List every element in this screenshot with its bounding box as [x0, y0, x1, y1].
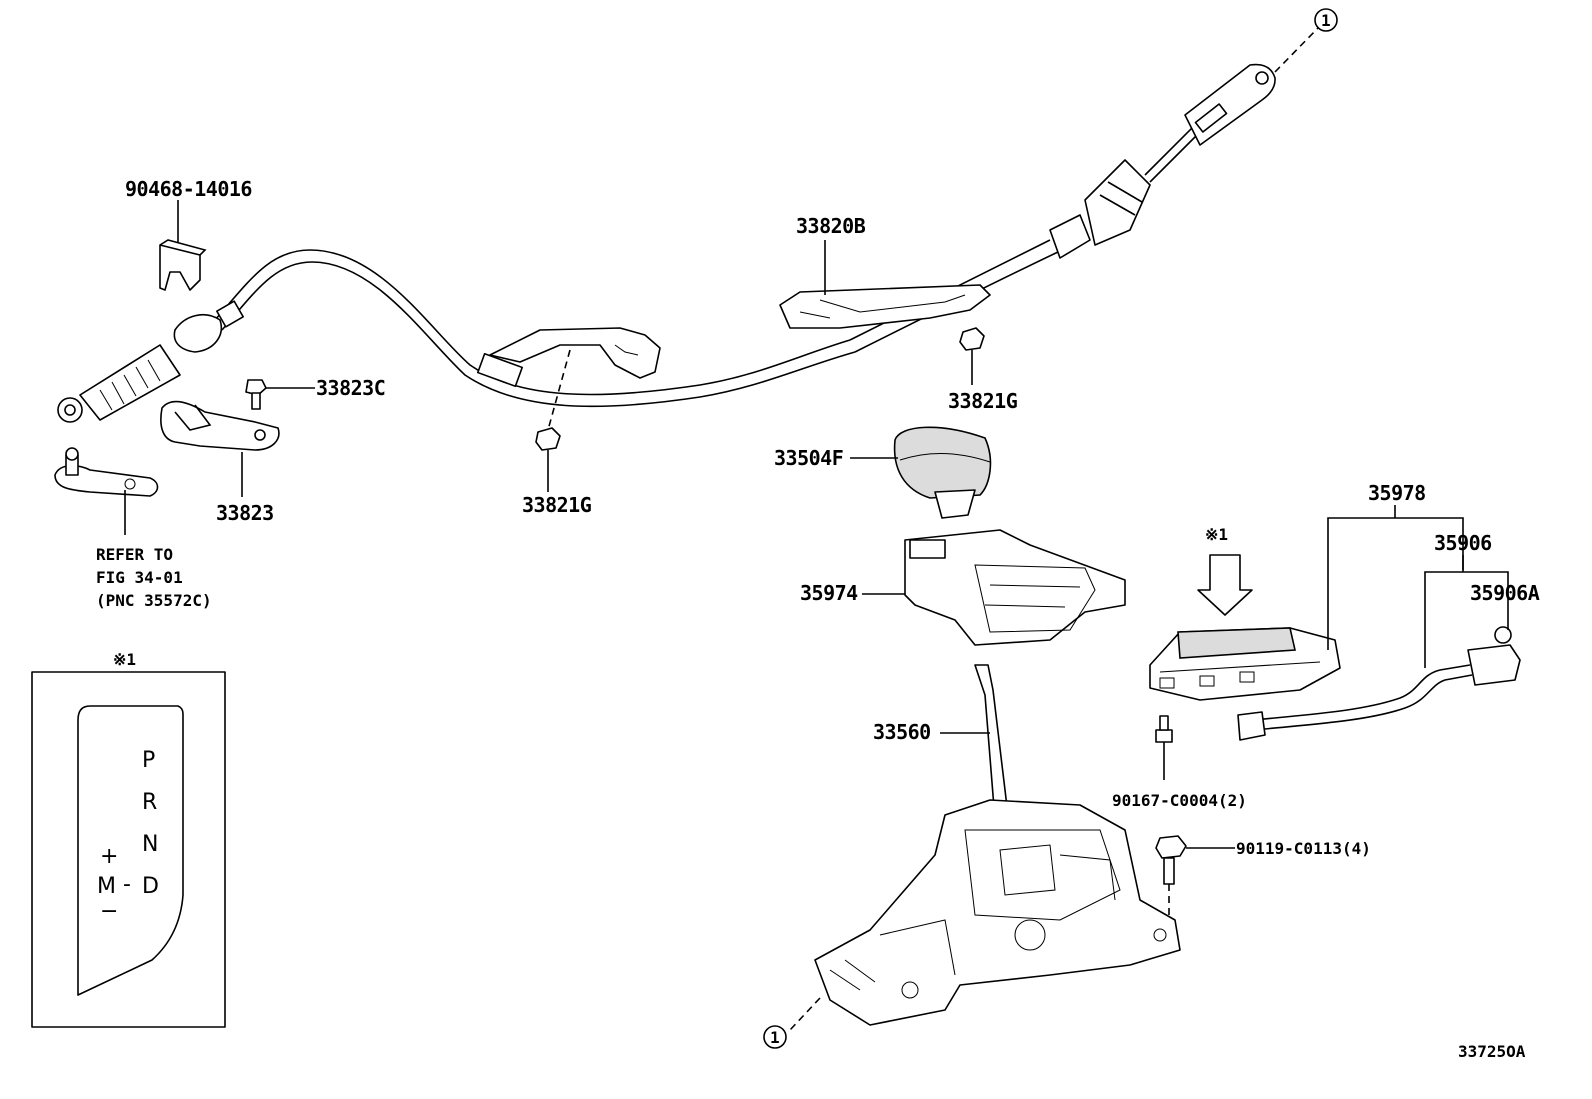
- label-35906: 35906: [1434, 531, 1492, 555]
- shift-knob-33504F: 33504F: [774, 426, 992, 519]
- label-33504F: 33504F: [774, 446, 843, 470]
- shift-position-P: P: [142, 748, 155, 773]
- cable-bracket-33820B: 33820B: [779, 214, 991, 329]
- label-90119-C0113: 90119-C0113(4): [1236, 839, 1371, 858]
- svg-text:1: 1: [1321, 11, 1331, 30]
- shift-position-minus: −: [100, 899, 118, 924]
- label-33823C: 33823C: [316, 376, 385, 400]
- refer-note-line3: (PNC 35572C): [96, 591, 212, 610]
- indicator-assembly-35978: ※1 35978: [1149, 481, 1464, 701]
- shift-position-dash: -: [123, 872, 131, 897]
- bolt-90119: 90119-C0113(4): [1155, 835, 1371, 918]
- nut-33821G-right: 33821G: [948, 327, 1018, 413]
- nut-33821G-left: 33821G: [522, 427, 592, 517]
- label-33821G-left: 33821G: [522, 493, 592, 517]
- shift-position-N: N: [142, 832, 158, 857]
- note-mark-top: ※1: [1205, 525, 1228, 544]
- label-33560: 33560: [873, 720, 931, 744]
- retaining-clip-90468: 90468-14016: [125, 177, 252, 291]
- housing-35974: 35974: [800, 529, 1126, 646]
- shift-position-M: M: [97, 874, 116, 899]
- label-90468-14016: 90468-14016: [125, 177, 252, 201]
- shift-base-assembly: [789, 799, 1181, 1031]
- bracket-33823: 33823: [160, 400, 280, 525]
- shift-position-R: R: [142, 790, 157, 815]
- wire-harness-35906: 35906 35906A: [1237, 531, 1540, 741]
- shift-position-plus: +: [100, 844, 118, 869]
- shift-position-D: D: [142, 874, 159, 899]
- shift-plate-detail-box: ※1 P R N + M - D −: [31, 650, 226, 1028]
- ref-circle-bottom: 1: [763, 1025, 787, 1049]
- ref-circle-top: 1: [1314, 8, 1338, 32]
- shift-lever-33560: 33560: [873, 664, 1009, 821]
- note-mark-box: ※1: [113, 650, 136, 669]
- bolt-33823C: 33823C: [245, 376, 386, 410]
- label-33823: 33823: [216, 501, 274, 525]
- cable-bracket-mid: [489, 327, 661, 431]
- label-33820B: 33820B: [796, 214, 866, 238]
- shift-cable-assembly: [57, 27, 1319, 423]
- refer-note-line2: FIG 34-01: [96, 568, 183, 587]
- diagram-id: 33725OA: [1458, 1042, 1526, 1061]
- label-35906A: 35906A: [1470, 581, 1540, 605]
- svg-text:1: 1: [770, 1028, 780, 1047]
- label-35978: 35978: [1368, 481, 1426, 505]
- label-90167-C0004: 90167-C0004(2): [1112, 791, 1247, 810]
- screw-90167: 90167-C0004(2): [1112, 715, 1247, 810]
- lever-pin-reference: REFER TO FIG 34-01 (PNC 35572C): [54, 447, 212, 610]
- label-35974: 35974: [800, 581, 858, 605]
- label-33821G-right: 33821G: [948, 389, 1018, 413]
- refer-note-line1: REFER TO: [96, 545, 173, 564]
